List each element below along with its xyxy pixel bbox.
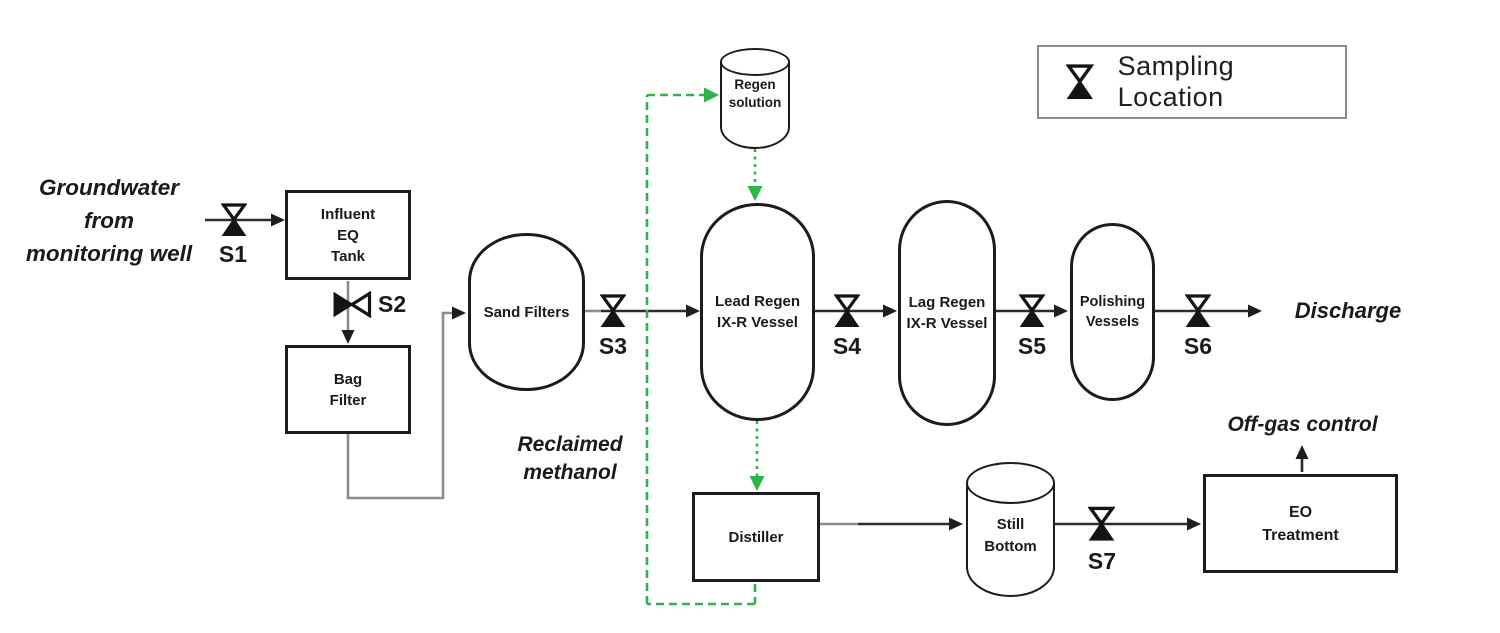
lag-regen-vessel-label: Lag Regen IX-R Vessel	[906, 294, 988, 332]
sand-filters-vessel: Sand Filters	[468, 233, 585, 391]
groundwater-source-label: Groundwater from monitoring well	[25, 175, 193, 266]
s4-label: S4	[832, 333, 862, 359]
discharge-label: Discharge	[1294, 298, 1402, 323]
sampling-location-valve-icon	[1066, 64, 1094, 99]
bag-filter-label: Bag Filter	[329, 370, 367, 409]
arrow-into-eo-icon	[1187, 517, 1201, 531]
s4-valve-icon	[834, 294, 860, 327]
legend-label: Sampling Location	[1117, 51, 1235, 112]
recycle-lines	[645, 93, 759, 606]
influent-eq-tank: Influent EQ Tank	[285, 190, 411, 280]
arrow-offgas-icon	[1295, 445, 1309, 459]
polishing-vessels-label: Polishing Vessels	[1079, 294, 1146, 330]
bagfilter-to-sandfilter-line	[346, 311, 452, 500]
s7-valve-icon	[1088, 506, 1115, 541]
s2-label: S2	[378, 291, 407, 317]
s5-valve-icon	[1019, 294, 1045, 327]
s1-valve-icon	[221, 203, 247, 236]
legend-box: Sampling Location	[1037, 45, 1347, 119]
still-bottom-tank: Still Bottom	[966, 462, 1055, 597]
lead-regen-vessel: Lead Regen IX-R Vessel	[700, 203, 815, 421]
still-bottom-tank-top	[966, 462, 1055, 504]
distiller: Distiller	[692, 492, 820, 582]
flow-lines	[205, 218, 1304, 526]
lag-regen-vessel: Lag Regen IX-R Vessel	[898, 200, 996, 426]
s3-valve-icon	[600, 294, 626, 327]
arrow-into-bag-filter-icon	[341, 330, 355, 344]
arrow-into-distiller-icon	[749, 476, 765, 491]
arrow-into-regen-icon	[704, 87, 719, 103]
still-bottom-label: Still Bottom	[984, 516, 1037, 555]
regen-solution-tank: Regen solution	[720, 48, 790, 149]
s6-label: S6	[1183, 333, 1213, 359]
regen-solution-tank-body	[720, 62, 790, 149]
arrow-discharge-icon	[1248, 304, 1262, 318]
s5-label: S5	[1017, 333, 1047, 359]
bag-filter: Bag Filter	[285, 345, 411, 434]
eo-treatment-label: EO Treatment	[1262, 503, 1339, 544]
polishing-vessels: Polishing Vessels	[1070, 223, 1155, 401]
reclaimed-methanol-label: Reclaimed methanol	[517, 433, 623, 484]
recycle-arrow-icons	[704, 87, 765, 491]
s1-label: S1	[218, 241, 248, 267]
eo-treatment: EO Treatment	[1203, 474, 1398, 573]
lead-regen-vessel-label: Lead Regen IX-R Vessel	[714, 293, 801, 331]
arrow-into-polishing-icon	[1054, 304, 1068, 318]
arrow-into-still-bottom-icon	[949, 517, 963, 531]
arrow-into-sand-filters-icon	[452, 306, 466, 320]
s7-label: S7	[1087, 548, 1117, 574]
s3-label: S3	[598, 333, 628, 359]
arrow-into-lag-vessel-icon	[883, 304, 897, 318]
arrow-regen-into-lead-icon	[747, 186, 763, 201]
s2-valve-icon	[333, 291, 372, 318]
regen-solution-tank-top	[720, 48, 790, 76]
flow-arrow-icons	[271, 213, 1309, 531]
arrow-into-lead-vessel-icon	[686, 304, 700, 318]
offgas-control-label: Off-gas control	[1227, 413, 1378, 436]
s6-valve-icon	[1185, 294, 1211, 327]
sand-filters-label: Sand Filters	[483, 303, 570, 321]
influent-eq-tank-label: Influent EQ Tank	[320, 205, 376, 265]
regen-solution-label: Regen solution	[728, 77, 782, 110]
arrow-into-eq-tank-icon	[271, 213, 285, 227]
distiller-label: Distiller	[728, 528, 784, 546]
